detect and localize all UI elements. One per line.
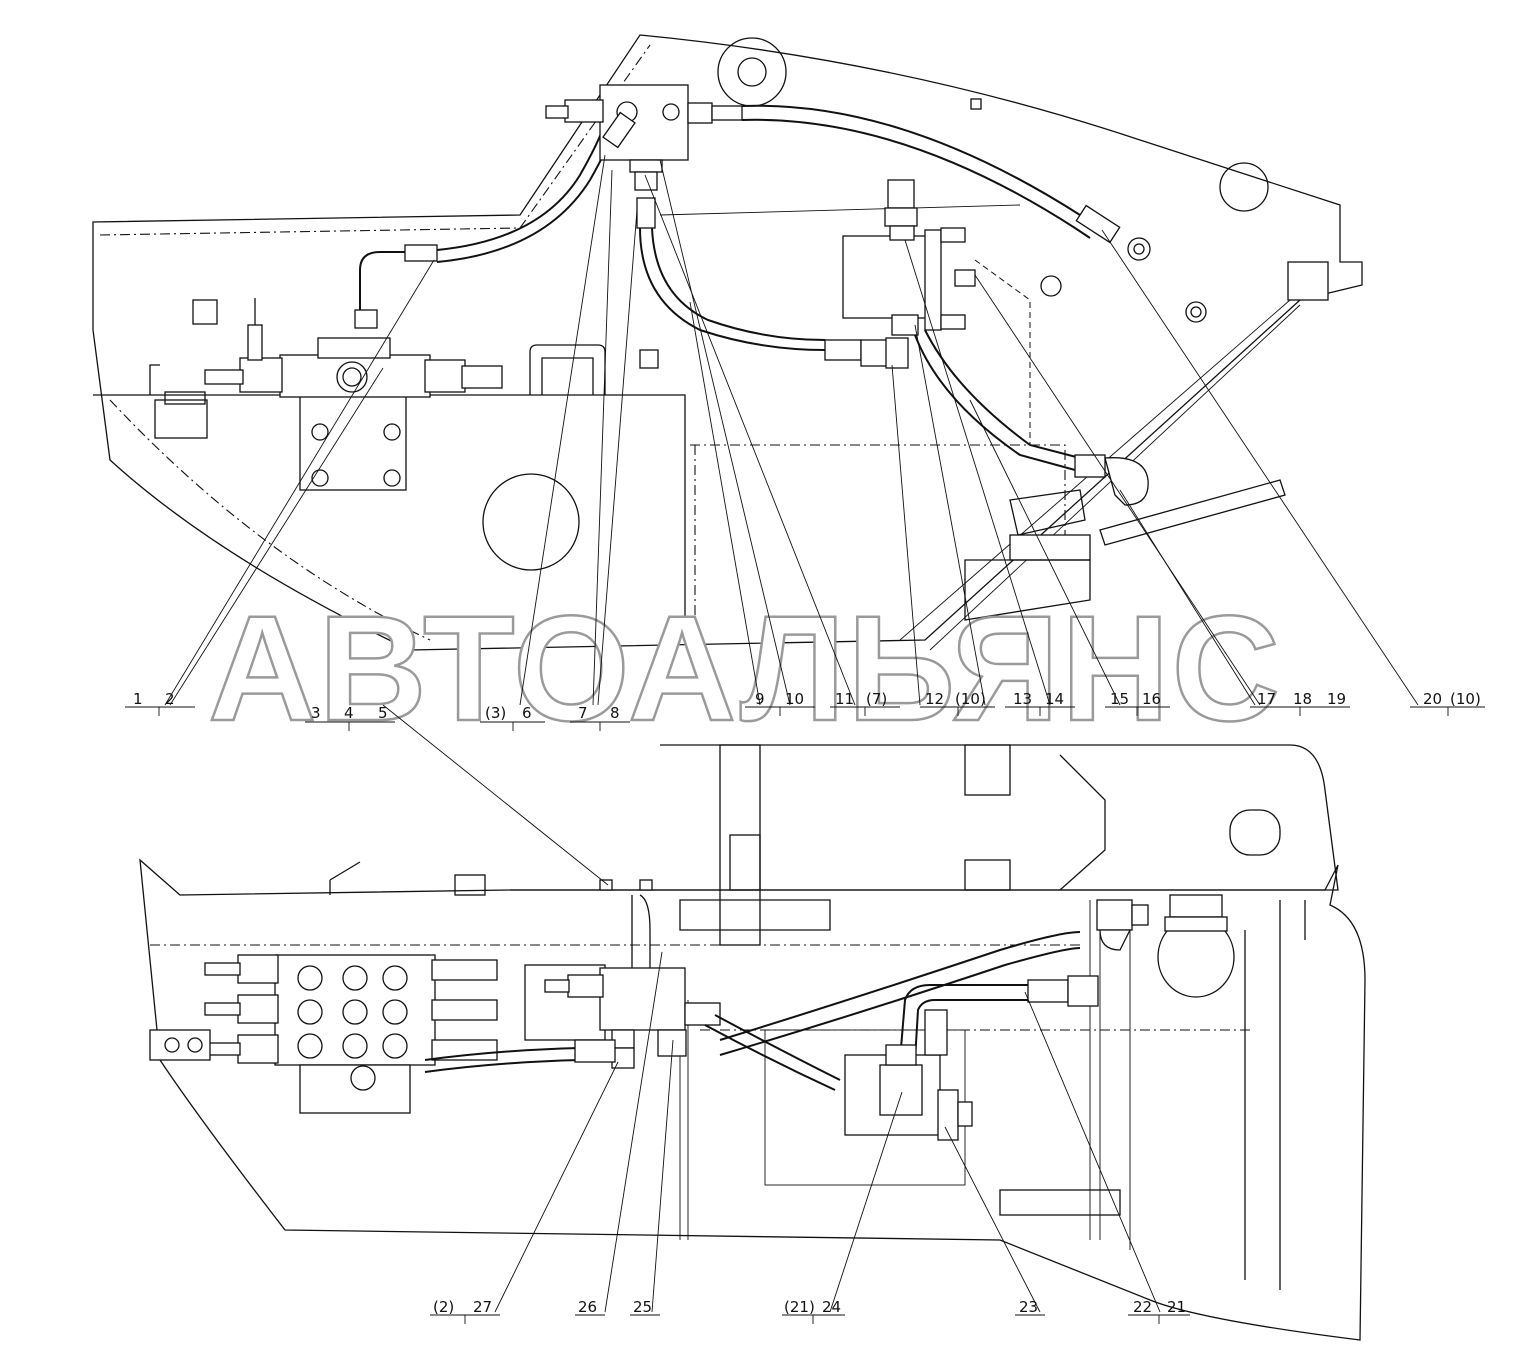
callout-9: 9 <box>755 690 765 708</box>
callout-13: 13 <box>1013 690 1032 708</box>
callout-2: 2 <box>165 690 175 708</box>
callout-7: 7 <box>578 704 588 722</box>
callout-8: 8 <box>610 704 620 722</box>
callout-14: 14 <box>1045 690 1064 708</box>
callout-5: 5 <box>378 704 388 722</box>
callout-24: 24 <box>822 1298 841 1316</box>
callout-21: 21 <box>1167 1298 1186 1316</box>
callout-10-ref-2: (10) <box>1450 690 1481 708</box>
valve-unit-right <box>824 179 1031 445</box>
callout-3: 3 <box>311 704 321 722</box>
center-block-lower <box>524 879 721 1069</box>
lower-view <box>139 744 1366 1341</box>
callout-1: 1 <box>133 690 143 708</box>
control-valve-upper <box>149 298 503 491</box>
leader-lines <box>164 154 1419 1313</box>
callout-17: 17 <box>1257 690 1276 708</box>
callout-20: 20 <box>1423 690 1442 708</box>
callout-15: 15 <box>1110 690 1129 708</box>
callout-22: 22 <box>1133 1298 1152 1316</box>
callout-27: 27 <box>473 1298 492 1316</box>
frame-hole <box>482 473 580 571</box>
callout-6: 6 <box>522 704 532 722</box>
callout-18: 18 <box>1293 690 1312 708</box>
callout-3-ref: (3) <box>485 704 506 722</box>
callout-16: 16 <box>1142 690 1161 708</box>
callout-21-ref: (21) <box>784 1298 815 1316</box>
callout-26: 26 <box>578 1298 597 1316</box>
callout-23: 23 <box>1019 1298 1038 1316</box>
callout-10: 10 <box>785 690 804 708</box>
callout-2-ref: (2) <box>433 1298 454 1316</box>
callout-7-ref: (7) <box>866 690 887 708</box>
callout-19: 19 <box>1327 690 1346 708</box>
control-valve-lower <box>149 954 498 1114</box>
callout-10-ref: (10) <box>955 690 986 708</box>
upper-frame-outline <box>92 34 1363 651</box>
upper-view <box>92 34 1363 651</box>
frame-hole-right <box>1219 162 1269 212</box>
distribution-block <box>545 84 743 229</box>
callout-underlines <box>125 706 1485 1324</box>
valve-unit-lower <box>844 1009 973 1141</box>
callout-11: 11 <box>835 690 854 708</box>
lower-frame-outline <box>139 858 1366 1341</box>
callout-12: 12 <box>925 690 944 708</box>
watermark-text: АВТОАЛЬЯНС <box>208 584 1282 752</box>
callout-labels: 1 2 3 4 5 (3) 6 7 8 9 10 11 (7) 12 (10) … <box>133 690 1481 1316</box>
callout-25: 25 <box>633 1298 652 1316</box>
callout-4: 4 <box>344 704 354 722</box>
